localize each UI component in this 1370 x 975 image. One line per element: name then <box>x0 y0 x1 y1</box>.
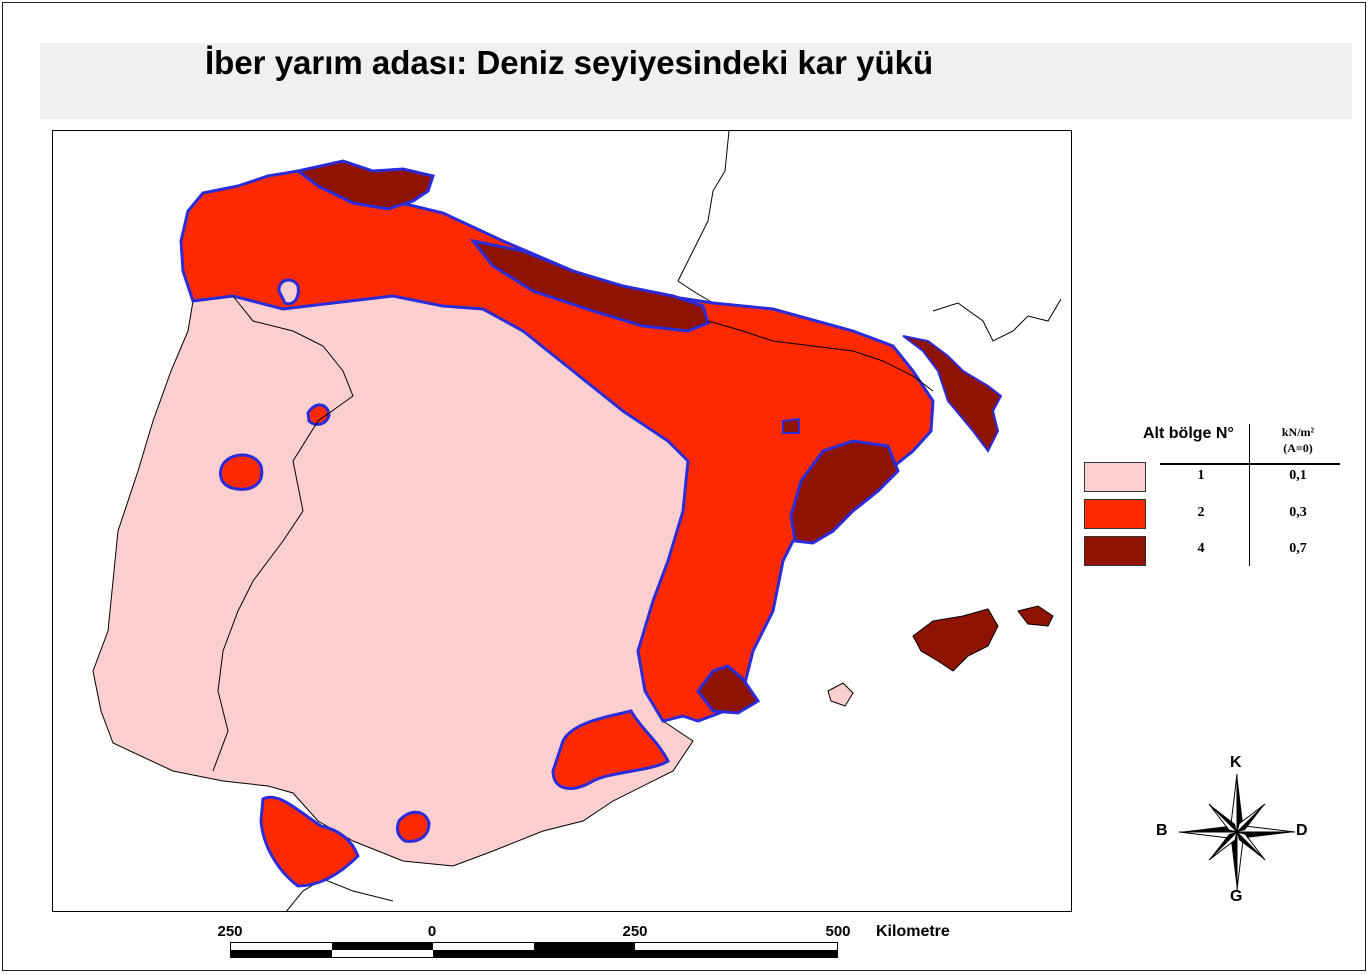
zone-4-cantabria-area <box>294 159 435 211</box>
compass-south: G <box>1230 888 1243 905</box>
scale-tick-0: 0 <box>427 923 437 940</box>
legend-swatch-zone-1 <box>1084 462 1146 492</box>
legend-zone-header: Alt bölge N° <box>1143 425 1234 442</box>
compass-rose: K B D G <box>1150 750 1320 910</box>
legend-load-header: kN/m² (A=0) <box>1270 424 1326 456</box>
scale-segment <box>534 943 635 950</box>
zone-2-island-1 <box>219 453 264 491</box>
scale-bar-graphic <box>230 942 838 958</box>
title-band <box>40 43 1352 119</box>
pyrenees-border <box>707 320 934 392</box>
zone-2-island-4 <box>259 795 360 888</box>
legend-zone-1: 1 <box>1197 468 1205 483</box>
legend-zone-4: 4 <box>1197 541 1205 556</box>
zone-4-tarragona-area <box>789 439 900 545</box>
scale-bar: 250 0 250 500 Kilometre <box>200 920 1000 970</box>
zone-2-island-2 <box>306 403 331 426</box>
scale-segment <box>635 943 837 950</box>
portugal-border <box>212 295 354 772</box>
compass-star-icon <box>1178 773 1296 891</box>
mallorca-island <box>912 608 999 672</box>
compass-north: K <box>1230 754 1242 771</box>
scale-segment <box>433 943 534 950</box>
legend-load-condition: (A=0) <box>1283 441 1313 455</box>
scale-segment <box>332 950 433 957</box>
legend-load-2: 0,3 <box>1289 505 1307 520</box>
scale-segment <box>635 950 837 957</box>
scale-tick-250-left: 250 <box>217 923 243 940</box>
legend-divider-horizontal <box>1160 463 1340 465</box>
legend-swatch-zone-4 <box>1084 536 1146 566</box>
france-coastline <box>677 131 730 304</box>
legend-load-1: 0,1 <box>1289 468 1307 483</box>
legend-swatch-zone-2 <box>1084 499 1146 529</box>
scale-segment <box>332 943 433 950</box>
legend-load-unit: kN/m² <box>1281 425 1315 439</box>
map-title: İber yarım adası: Deniz seyiyesindeki ka… <box>205 44 934 81</box>
zone-2-island-5 <box>395 810 431 843</box>
scale-tick-250: 250 <box>622 923 648 940</box>
ibiza-island <box>827 682 854 707</box>
zone-2-island-3 <box>551 709 670 790</box>
france-south-coastline <box>932 298 1062 342</box>
zone-4-basque-area <box>469 238 710 333</box>
zone-1-hole-galicia <box>277 278 300 306</box>
legend: Alt bölge N° kN/m² (A=0) 1 0,1 2 0,3 4 0… <box>1078 420 1348 580</box>
zone-4-hole-aragon <box>782 417 800 434</box>
map-area <box>52 130 1072 912</box>
compass-east: D <box>1296 822 1308 839</box>
scale-segment <box>231 950 332 957</box>
legend-zone-2: 2 <box>1197 505 1205 520</box>
scale-segment <box>231 943 332 950</box>
scale-tick-500: 500 <box>825 923 851 940</box>
legend-load-4: 0,7 <box>1289 541 1307 556</box>
iberian-peninsula-map <box>92 131 1062 911</box>
zone-4-valencia-area <box>696 664 761 715</box>
scale-unit: Kilometre <box>876 923 950 940</box>
menorca-island <box>1017 605 1054 627</box>
zone-4-catalonia-area <box>902 335 1003 453</box>
scale-segment <box>433 950 635 957</box>
legend-divider-vertical <box>1249 424 1250 566</box>
compass-west: B <box>1156 822 1168 839</box>
